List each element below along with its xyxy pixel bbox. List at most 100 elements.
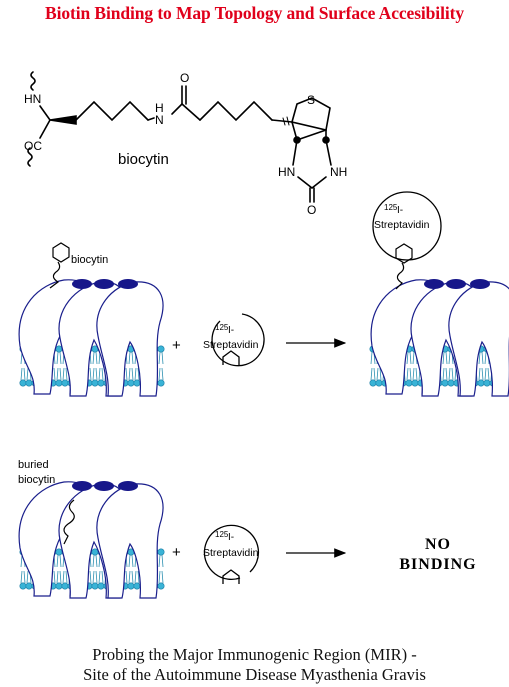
lipid-tail <box>379 367 382 381</box>
atom-hn-ring-label: HN <box>278 165 295 179</box>
binding-pocket-icon <box>222 350 240 365</box>
atom-s-label: S <box>307 93 315 107</box>
lipid-tail <box>98 554 101 568</box>
mir-region-icon <box>424 279 444 289</box>
lipid-tail <box>26 367 29 381</box>
wavy-bond-bottom-icon <box>27 147 33 167</box>
lipid-tail <box>95 554 98 568</box>
lipid-tail <box>158 554 161 568</box>
lipid-tail <box>448 367 451 381</box>
lipid-tail <box>409 351 412 365</box>
lipid-head-icon <box>91 379 99 387</box>
lipid-tail <box>158 351 161 365</box>
buried-biocytin-chain <box>63 499 75 545</box>
lipid-tail <box>487 367 490 381</box>
lipid-head-icon <box>405 379 413 387</box>
lipid-tail <box>53 367 56 381</box>
atom-hn-label: HN <box>24 92 41 106</box>
lipid-tail <box>56 351 59 365</box>
lipid-head-icon <box>97 379 105 387</box>
lipid-head-icon <box>127 379 135 387</box>
lipid-tail <box>448 351 451 365</box>
lipid-tail <box>134 570 137 584</box>
lipid-tail <box>484 367 487 381</box>
lipid-tail <box>59 351 62 365</box>
plus-sign-row1: + <box>172 337 181 354</box>
lipid-tail <box>23 570 26 584</box>
mir-region-icon <box>94 279 114 289</box>
lipid-tail <box>131 367 134 381</box>
lipid-tail <box>65 570 68 584</box>
biocytin-label-row1: biocytin <box>71 254 108 266</box>
lipid-head-icon <box>447 379 455 387</box>
lipid-tail <box>56 570 59 584</box>
lipid-head-icon <box>61 379 69 387</box>
streptavidin-bound-row1 <box>372 191 442 290</box>
product-isotope-row1: I- <box>397 205 403 216</box>
lipid-tail <box>89 367 92 381</box>
lipid-tail <box>131 351 134 365</box>
lipid-tail <box>65 367 68 381</box>
mir-region-icon <box>72 481 92 491</box>
lipid-head-icon <box>61 582 69 590</box>
buried-label-line2: biocytin <box>18 474 55 486</box>
lipid-tail <box>20 570 23 584</box>
hexagon-ring-icon <box>395 243 413 264</box>
lipid-tail <box>128 351 131 365</box>
lipid-tail <box>56 367 59 381</box>
lipid-head-icon <box>157 345 165 353</box>
lipid-head-icon <box>375 379 383 387</box>
lipid-tail <box>92 367 95 381</box>
lipid-tail <box>128 367 131 381</box>
reagent-name-row1: Streptavidin <box>203 339 259 351</box>
biocytin-structure-label: biocytin <box>118 151 169 168</box>
atom-oc-label: OC <box>24 139 42 153</box>
atom-o-urea-label: O <box>307 203 316 217</box>
lipid-tail <box>53 570 56 584</box>
lipid-tail <box>125 367 128 381</box>
lipid-tail <box>370 367 373 381</box>
streptavidin-reagent-row2 <box>203 524 260 584</box>
lipid-head-icon <box>127 582 135 590</box>
lipid-tail <box>59 554 62 568</box>
figure-title: Biotin Binding to Map Topology and Surfa… <box>45 3 464 23</box>
lipid-tail <box>95 570 98 584</box>
lipid-tail <box>415 367 418 381</box>
no-binding-line1: NO <box>425 536 451 553</box>
lipid-tail <box>412 351 415 365</box>
lipid-tail <box>484 351 487 365</box>
lipid-tail <box>445 367 448 381</box>
lipid-tail <box>442 351 445 365</box>
biocytin-tag-row1 <box>49 242 70 289</box>
product-name-row1: Streptavidin <box>374 219 430 231</box>
lipid-head-icon <box>411 379 419 387</box>
atom-o-label: O <box>180 71 189 85</box>
lipid-head-icon <box>133 379 141 387</box>
lipid-tail <box>481 351 484 365</box>
lipid-tail <box>161 554 164 568</box>
wavy-bond-top-icon <box>30 71 36 91</box>
lipid-head-icon <box>157 548 165 556</box>
buried-label-line1: buried <box>18 459 49 471</box>
atom-nh-ring-label: NH <box>330 165 347 179</box>
receptor-row2 <box>18 481 164 599</box>
lipid-tail <box>20 554 23 568</box>
lipid-tail <box>451 367 454 381</box>
lipid-head-icon <box>25 582 33 590</box>
lipid-tail <box>137 570 140 584</box>
lipid-tail <box>95 367 98 381</box>
atom-n-label: N <box>155 113 164 127</box>
reagent-name-row2: Streptavidin <box>203 547 259 559</box>
lipid-tail <box>20 367 23 381</box>
lipid-tail <box>409 367 412 381</box>
lipid-tail <box>128 570 131 584</box>
receptor-row1-left <box>18 279 164 397</box>
streptavidin-circle-icon <box>203 524 260 581</box>
caption-line2: Site of the Autoimmune Disease Myastheni… <box>83 665 426 684</box>
lipid-tail <box>59 570 62 584</box>
lipid-tail <box>131 570 134 584</box>
lipid-tail <box>59 367 62 381</box>
lipid-tail <box>98 570 101 584</box>
streptavidin-circle-icon <box>372 191 442 261</box>
